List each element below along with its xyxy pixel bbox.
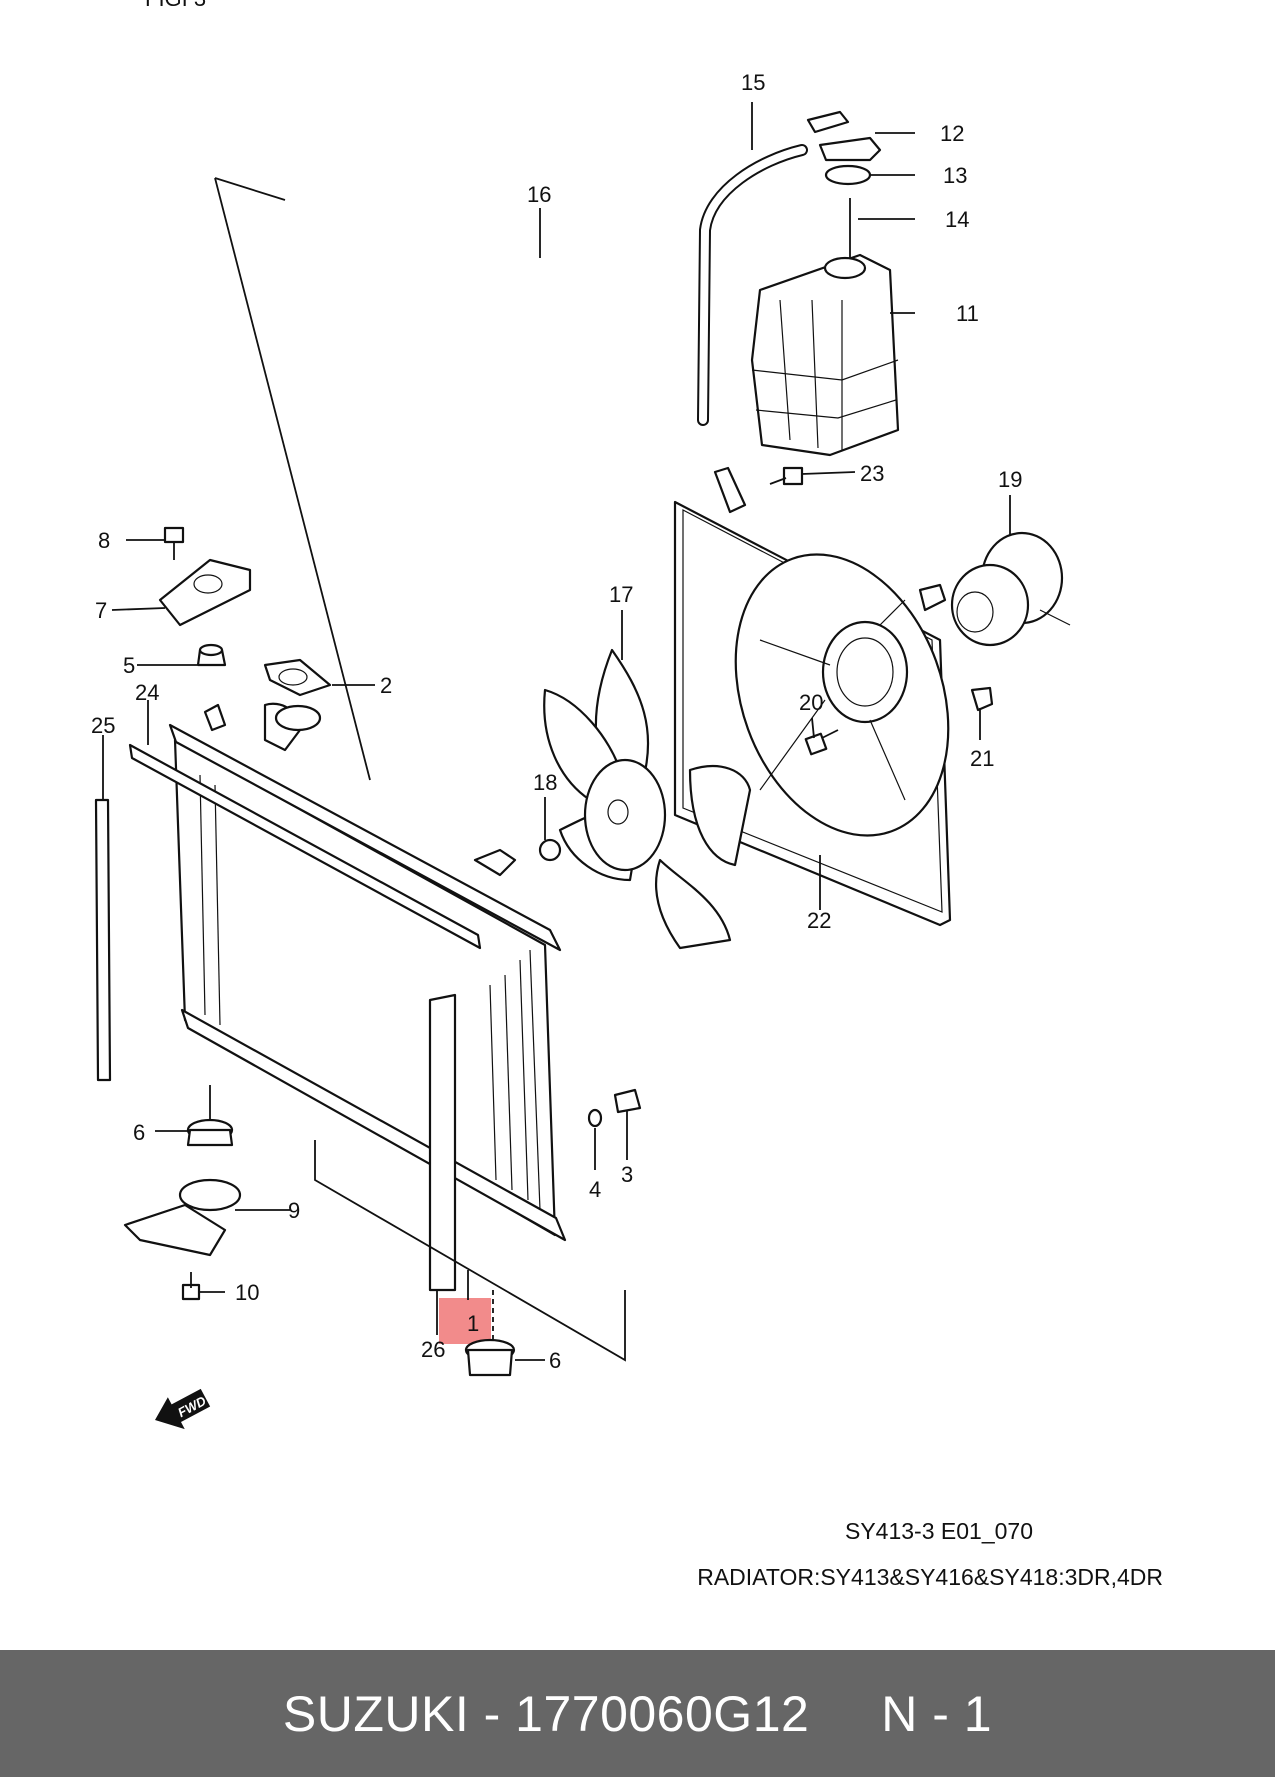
diagram-description: RADIATOR:SY413&SY416&SY418:3DR,4DR [697,1564,1163,1590]
callout-labels: 1 2 3 4 5 6 6 6 7 8 9 10 11 12 13 14 15 … [91,70,1022,1373]
reservoir-hose [697,144,808,426]
clip-21[interactable] [970,686,994,712]
lower-cushion-left[interactable] [186,1118,234,1147]
callout-23: 23 [860,461,884,486]
upper-cushion[interactable] [196,643,227,667]
callout-8: 8 [98,528,110,553]
bolt-23[interactable] [769,466,804,486]
callout-10: 10 [235,1280,259,1305]
bolt-10[interactable] [181,1272,201,1301]
fwd-arrow-icon: FWD [155,1388,211,1430]
callout-24: 24 [135,680,159,705]
callout-12: 12 [940,121,964,146]
callout-25: 25 [91,713,115,738]
radiator-core[interactable] [168,702,567,1242]
footer-part-number: SUZUKI - 1770060G12 N - 1 [282,1685,993,1742]
callout-21: 21 [970,746,994,771]
cooling-fan[interactable] [543,648,752,950]
exploded-parts-diagram: FIGI 3 [91,0,1071,1430]
reservoir-cap[interactable] [806,110,882,162]
callout-5: 5 [123,653,135,678]
lower-bracket[interactable] [123,1178,242,1257]
footer-bar: SUZUKI - 1770060G12 N - 1 [0,1650,1275,1777]
drain-plug[interactable] [613,1088,642,1114]
lower-cushion-right[interactable] [464,1338,516,1377]
bolt-8[interactable] [163,526,185,560]
callout-6b: 6 [549,1348,561,1373]
callout-7: 7 [95,598,107,623]
header-fragment: FIGI 3 [145,0,206,11]
highlight-box[interactable] [439,1298,491,1344]
callout-1: 1 [467,1311,479,1336]
lower-seal[interactable] [428,993,457,1292]
callout-20: 20 [799,690,823,715]
reservoir-tank[interactable] [750,198,900,457]
nut-18[interactable] [538,838,562,862]
side-seal[interactable] [94,798,112,1082]
callout-6a: 6 [133,1120,145,1145]
callout-2: 2 [380,673,392,698]
diagram-code: SY413-3 E01_070 [845,1518,1033,1544]
callout-14: 14 [945,207,969,232]
callout-26: 26 [421,1337,445,1362]
overflow-hose [245,145,803,283]
callout-3: 3 [621,1162,633,1187]
callout-13: 13 [943,163,967,188]
drain-washer[interactable] [587,1108,603,1128]
upper-bracket[interactable] [158,558,252,627]
callout-9: 9 [288,1198,300,1223]
upper-seal[interactable] [128,743,482,950]
leader-lines [102,102,1011,1361]
callout-15: 15 [741,70,765,95]
callout-19: 19 [998,467,1022,492]
callout-11: 11 [956,301,979,326]
callout-4: 4 [589,1177,601,1202]
callout-17: 17 [609,582,633,607]
cap-gasket[interactable] [824,164,872,186]
callout-18: 18 [533,770,557,795]
callout-16: 16 [527,182,551,207]
fan-motor[interactable] [950,531,1071,647]
radiator-upper-gasket[interactable] [263,658,332,697]
callout-22: 22 [807,908,831,933]
